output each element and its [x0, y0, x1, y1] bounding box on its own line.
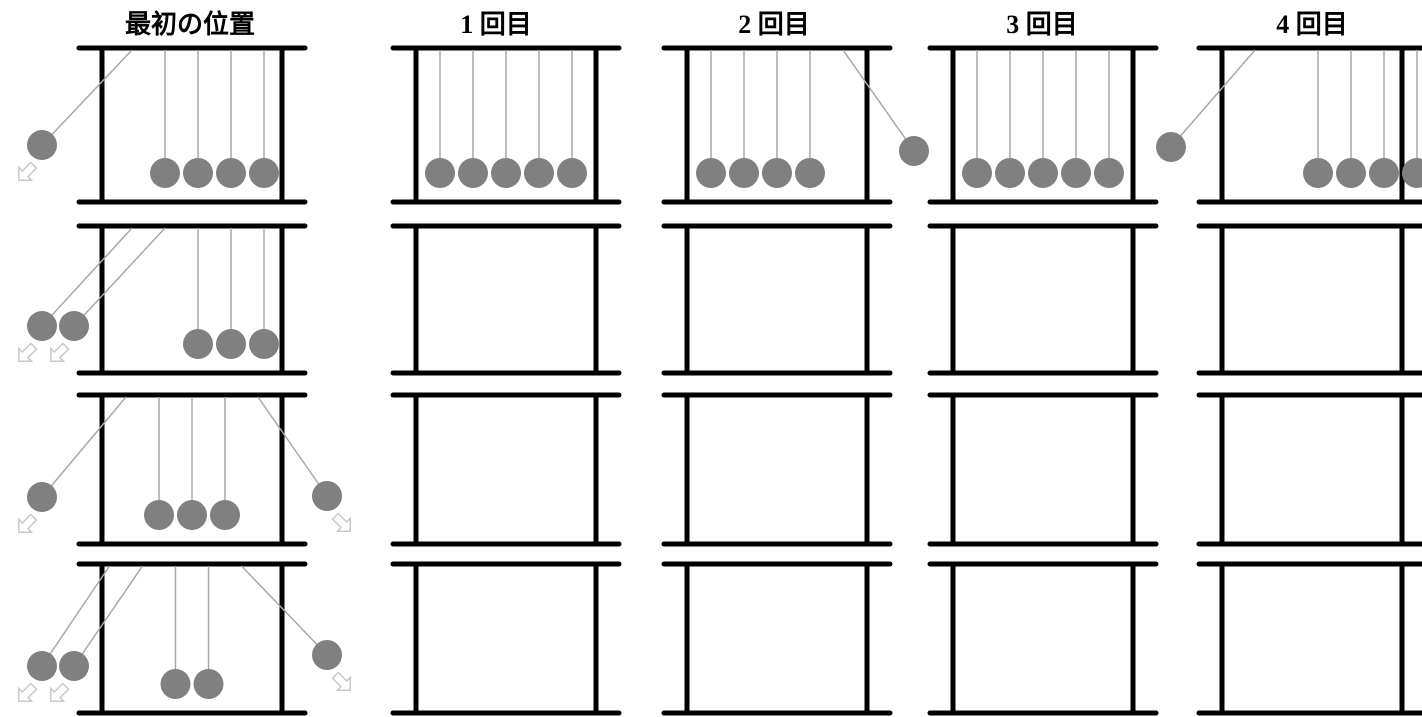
header-trial-4: 4 回目 [1276, 10, 1348, 39]
ball-trial1-r1-5 [557, 158, 587, 188]
motion-arrow-initial-r4-left-2 [50, 682, 70, 702]
ball-trial1-r1-3 [491, 158, 521, 188]
ball-initial-r4-left-2 [59, 651, 89, 681]
ball-initial-r3-rest-2 [177, 500, 207, 530]
ball-initial-r1-left-1 [27, 130, 57, 160]
ball-trial3-r1-4 [1061, 158, 1091, 188]
ball-initial-r2-rest-2 [216, 329, 246, 359]
ball-trial4-r1-left-swung [1156, 132, 1186, 162]
ball-trial2-r1-4 [795, 158, 825, 188]
ball-trial3-r1-3 [1028, 158, 1058, 188]
header-trial-1: 1 回目 [460, 10, 532, 39]
ball-initial-r1-rest-3 [216, 158, 246, 188]
ball-trial3-r1-1 [962, 158, 992, 188]
ball-initial-r3-rest-1 [144, 500, 174, 530]
ball-initial-r4-rest-1 [160, 669, 191, 699]
header-trial-2: 2 回目 [738, 10, 810, 39]
motion-arrow-initial-r4-left-1 [18, 682, 38, 702]
string-initial-r4-left-2 [73, 565, 144, 667]
ball-initial-r1-rest-4 [249, 158, 279, 188]
ball-initial-r2-left-2 [59, 311, 89, 341]
string-initial-r2-left-2 [73, 227, 166, 327]
ball-initial-r4-right-1 [312, 640, 342, 670]
ball-initial-r1-rest-1 [150, 158, 180, 188]
ball-trial2-r1-2 [729, 158, 759, 188]
ball-trial4-r1-4 [1402, 158, 1422, 188]
ball-trial3-r1-5 [1094, 158, 1124, 188]
string-initial-r2-left-1 [41, 227, 133, 327]
motion-arrow-initial-r1-left-1 [18, 161, 38, 181]
string-initial-r4-right-1 [240, 565, 328, 656]
ball-initial-r2-left-1 [27, 311, 57, 341]
string-initial-r3-right-1 [257, 396, 328, 497]
ball-initial-r2-rest-3 [249, 329, 279, 359]
ball-initial-r2-rest-1 [183, 329, 213, 359]
ball-trial4-r1-1 [1303, 158, 1333, 188]
ball-trial3-r1-2 [995, 158, 1025, 188]
header-initial-position: 最初の位置 [124, 10, 256, 39]
ball-initial-r4-rest-2 [193, 669, 224, 699]
ball-initial-r1-rest-2 [183, 158, 213, 188]
motion-arrow-initial-r2-left-1 [18, 342, 38, 362]
ball-trial1-r1-2 [458, 158, 488, 188]
motion-arrow-initial-r3-left-1 [18, 513, 38, 533]
ball-trial4-r1-3 [1369, 158, 1399, 188]
ball-initial-r3-rest-3 [210, 500, 240, 530]
motion-arrow-initial-r2-left-2 [50, 342, 70, 362]
motion-arrow-initial-r3-right-1 [331, 512, 351, 532]
string-initial-r4-left-1 [41, 565, 111, 667]
ball-trial2-r1-right-swung [899, 136, 929, 166]
ball-trial2-r1-3 [762, 158, 792, 188]
string-trial4-r1-left-swung [1170, 49, 1256, 148]
ball-trial1-r1-4 [524, 158, 554, 188]
ball-trial2-r1-1 [696, 158, 726, 188]
ball-initial-r3-left-1 [27, 482, 57, 512]
string-initial-r3-left-1 [41, 396, 127, 498]
string-initial-r1-left-1 [41, 49, 133, 146]
string-trial2-r1-right-swung [842, 49, 915, 152]
header-trial-3: 3 回目 [1006, 10, 1078, 39]
ball-initial-r3-right-1 [312, 481, 342, 511]
ball-trial1-r1-1 [425, 158, 455, 188]
motion-arrow-initial-r4-right-1 [331, 671, 351, 691]
ball-trial4-r1-2 [1336, 158, 1366, 188]
ball-initial-r4-left-1 [27, 651, 57, 681]
